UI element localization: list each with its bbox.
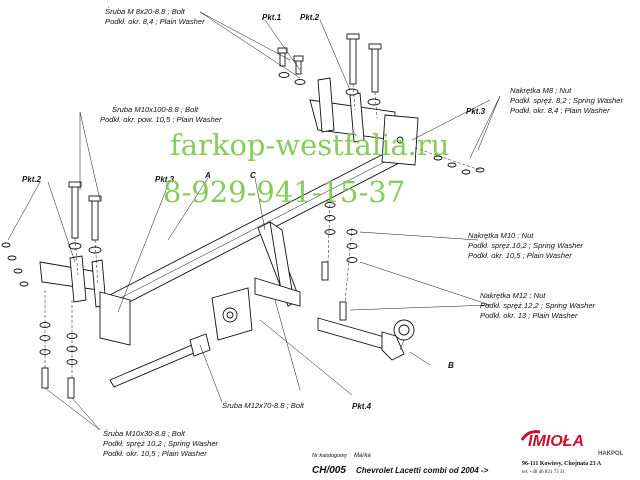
nut-m8-label-2: Podkł. spręż. 8,2 ; Spring Washer (510, 96, 623, 105)
socket-plate (211, 221, 301, 341)
point-2-left-label: Pkt.2 (22, 175, 42, 184)
company-address: 96-111 Kowiesy, Chojnata 23 A (522, 461, 602, 467)
assembly-lines (44, 83, 481, 378)
bolt-bottom-label-1: Śruba M10x30-8.8 ; Bolt (103, 429, 186, 438)
bolt-mid-label-1: Śruba M10x100-8.8 ; Bolt (112, 105, 199, 114)
nut-m10-label-3: Podkł. okr. 10,5 ; Plain Washer (468, 251, 572, 260)
bolt-mid-label-2: Podkł. okr. pow. 10,5 ; Plain Washer (100, 115, 222, 124)
company-phone: tel. +48 46 831 73 31 (522, 470, 565, 475)
catalog-number: CH/005 (312, 465, 346, 476)
bolt-top-label-2: Podkł. okr. 8,4 ; Plain Washer (105, 17, 205, 26)
brand-caption: Marka (354, 453, 371, 459)
vehicle-model: Chevrolet Lacetti combi od 2004 -> (356, 466, 489, 475)
bolt-top-label-1: Śruba M 8x20-8.8 ; Bolt (105, 7, 186, 16)
logo-subtext: HAKPOL (598, 451, 624, 457)
middle-bolts (68, 181, 102, 254)
nut-m12-label-1: Nakrętka M12 ; Nut (480, 291, 546, 300)
company-logo: IMIOŁA HAKPOL (520, 430, 624, 457)
nut-m8-label-1: Nakrętka M8 ; Nut (510, 86, 572, 95)
left-washers (1, 242, 29, 287)
point-3-left-label: Pkt.3 (155, 175, 175, 184)
bolt-bottom-label-2: Podkł. spręż 10,2 ; Spring Washer (103, 439, 219, 448)
watermark-phone: 8-929-941-15-37 (163, 175, 405, 209)
letter-b: B (448, 361, 454, 370)
point-2-top-label: Pkt.2 (300, 13, 320, 22)
letter-a: A (204, 171, 211, 180)
catalog-caption: Nr katalogowy (312, 453, 348, 459)
leader-lines (7, 11, 501, 431)
bolt-m12-label: Śruba M12x70-8.8 ; Bolt (222, 401, 305, 410)
nut-m8-label-3: Podkł. okr. 8,4 ; Plain Washer (510, 106, 610, 115)
bolt-bottom-label-3: Podkł. okr. 10,5 ; Plain Washer (103, 449, 207, 458)
point-4-label: Pkt.4 (352, 402, 372, 411)
nut-m10-label-2: Podkł. spręż.10,2 ; Spring Washer (468, 241, 584, 250)
nut-m12-label-2: Podkł. spręż.12,2 ; Spring Washer (480, 301, 596, 310)
watermark-site: farkop-westfalia.ru (170, 128, 449, 162)
point-1-label: Pkt.1 (262, 13, 282, 22)
logo-text: IMIOŁA (528, 433, 584, 450)
right-mounting-bracket (309, 77, 419, 166)
left-mounting-bracket (39, 255, 131, 346)
tow-ball-neck (317, 317, 415, 361)
letter-c: C (250, 171, 256, 180)
nut-m12-label-3: Podkł. okr. 13 ; Plain Washer (480, 311, 578, 320)
nut-m10-label-1: Nakrętka M10 ; Nut (468, 231, 534, 240)
bottom-bolts (39, 322, 78, 399)
point-3-right-label: Pkt.3 (466, 107, 486, 116)
